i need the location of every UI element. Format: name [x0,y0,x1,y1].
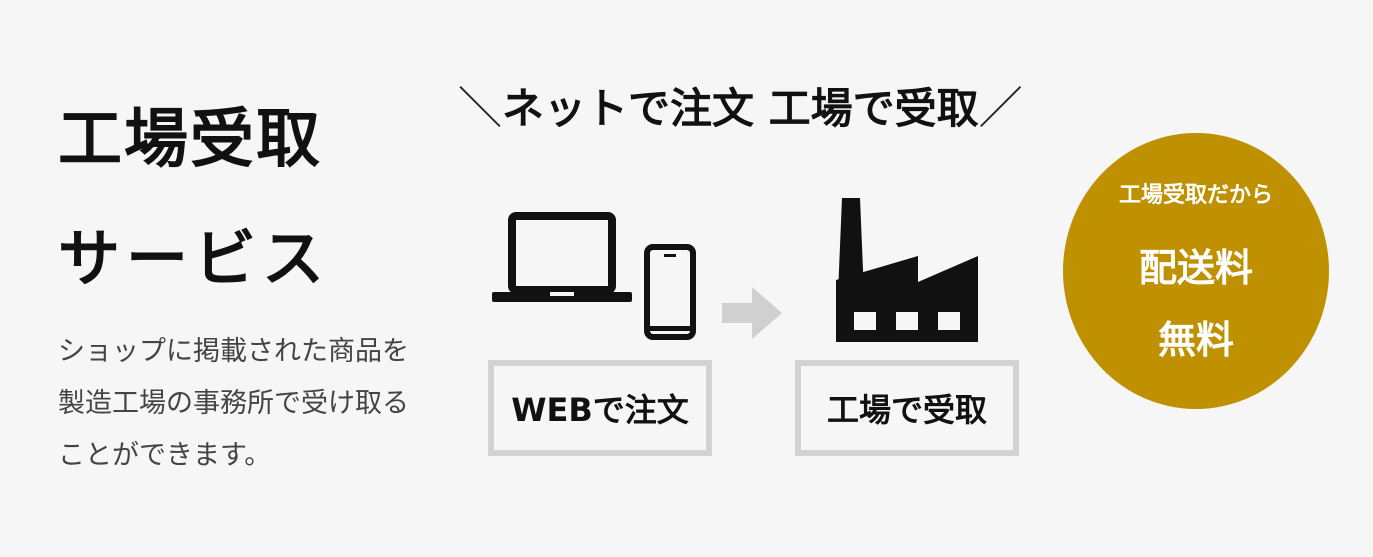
badge-line-1: 工場受取だから [1118,183,1273,208]
tagline-close-slash: ／ [978,83,1023,134]
arrow-right-icon [722,287,782,339]
tagline: ＼ネットで注文 工場で受取／ [458,84,1023,134]
description-line-2: 製造工場の事務所で受け取る [58,388,409,419]
step-factory-pickup: 工場で受取 [795,360,1019,456]
factory-icon [836,198,978,342]
description-line-1: ショップに掲載された商品を [58,336,409,367]
tagline-text: ネットで注文 工場で受取 [502,84,979,133]
step-web-order-label: WEBで注文 [511,391,689,429]
heading-line-1: 工場受取 [58,103,322,177]
free-shipping-badge: 工場受取だから 配送料 無料 [1063,133,1329,409]
badge-line-3: 無料 [1157,318,1234,362]
heading-line-2: サービス [58,222,331,295]
description-line-3: ことができます。 [58,440,272,471]
tagline-open-slash: ＼ [458,83,502,134]
badge-line-2: 配送料 [1138,246,1253,290]
service-description: ショップに掲載された商品を 製造工場の事務所で受け取る ことができます。 [58,326,438,482]
step-factory-pickup-label: 工場で受取 [826,391,987,429]
laptop-icon [492,212,632,302]
smartphone-icon [644,244,696,340]
step-web-order: WEBで注文 [488,360,712,456]
